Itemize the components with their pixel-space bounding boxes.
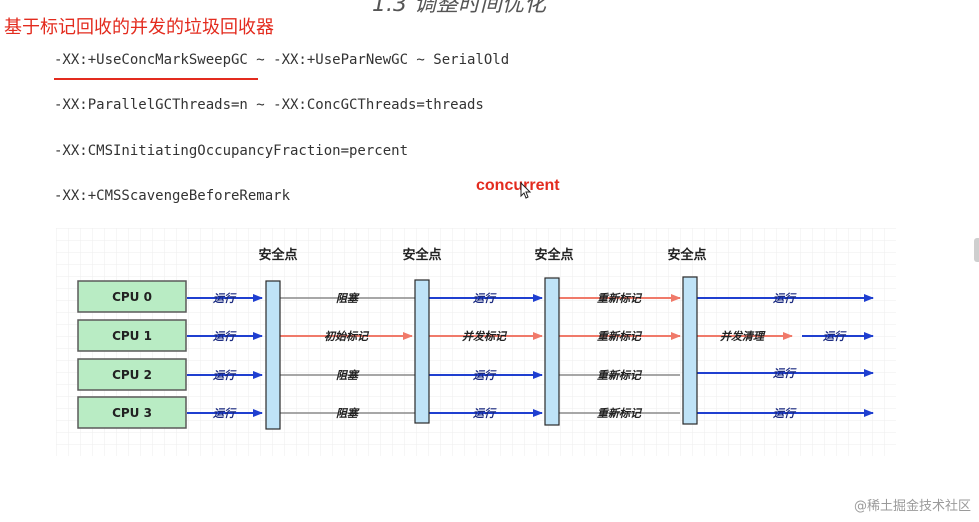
segment-label: 运行 — [473, 369, 497, 382]
segment-label: 阻塞 — [336, 407, 360, 420]
cpu-3-box — [77, 396, 187, 429]
segment-label: 重新标记 — [597, 330, 643, 343]
cpu-2-label: CPU 2 — [112, 368, 152, 382]
segment-label: 运行 — [473, 292, 497, 305]
cpu-2-box — [77, 358, 187, 391]
segment-label: 运行 — [823, 330, 847, 343]
cpu-1-box — [77, 319, 187, 352]
segment-label: 运行 — [213, 330, 237, 343]
command-line-2: -XX:ParallelGCThreads=n ~ -XX:ConcGCThre… — [54, 97, 484, 113]
segment-label: 阻塞 — [336, 292, 360, 305]
segment-label: 运行 — [213, 407, 237, 420]
safepoint-label: 安全点 — [258, 247, 297, 263]
segment-label: 重新标记 — [597, 369, 643, 382]
safepoint-bar-3 — [544, 277, 560, 426]
segment-label: 并发清理 — [720, 330, 766, 343]
cpu-0-box — [77, 280, 187, 313]
cpu-3-label: CPU 3 — [112, 406, 152, 420]
cpu-0-label: CPU 0 — [112, 290, 152, 304]
segment-label: 运行 — [213, 292, 237, 305]
scrollbar-handle[interactable] — [974, 238, 979, 262]
watermark: @稀土掘金技术社区 — [853, 499, 971, 514]
red-underline — [54, 78, 258, 80]
safepoint-label: 安全点 — [667, 247, 706, 263]
page-title: 基于标记回收的并发的垃圾回收器 — [4, 17, 274, 38]
segment-label: 运行 — [773, 407, 797, 420]
command-line-1: -XX:+UseConcMarkSweepGC ~ -XX:+UseParNew… — [54, 52, 510, 68]
command-line-3: -XX:CMSInitiatingOccupancyFraction=perce… — [54, 143, 409, 159]
segment-label: 运行 — [773, 367, 797, 380]
safepoint-bar-1 — [265, 280, 281, 430]
safepoint-bar-2 — [414, 279, 430, 424]
segment-label: 运行 — [773, 292, 797, 305]
segment-label: 初始标记 — [324, 330, 370, 343]
concurrent-annotation: concurrent — [476, 177, 560, 194]
segment-label: 阻塞 — [336, 369, 360, 382]
mouse-cursor-icon — [520, 181, 532, 204]
partial-section-title: 1.3 调整时间优化 — [372, 0, 546, 17]
segment-label: 并发标记 — [462, 330, 508, 343]
command-line-4: -XX:+CMSScavengeBeforeRemark — [54, 188, 291, 204]
grid-background — [56, 228, 896, 456]
cpu-1-label: CPU 1 — [112, 329, 152, 343]
segment-label: 运行 — [213, 369, 237, 382]
cms-gc-diagram: 安全点 安全点 安全点 安全点 CPU 0 CPU 1 CPU 2 CPU 3 … — [56, 228, 896, 456]
safepoint-label: 安全点 — [402, 247, 441, 263]
safepoint-label: 安全点 — [534, 247, 573, 263]
segment-label: 重新标记 — [597, 292, 643, 305]
safepoint-bar-4 — [682, 276, 698, 425]
segment-label: 运行 — [473, 407, 497, 420]
segment-label: 重新标记 — [597, 407, 643, 420]
